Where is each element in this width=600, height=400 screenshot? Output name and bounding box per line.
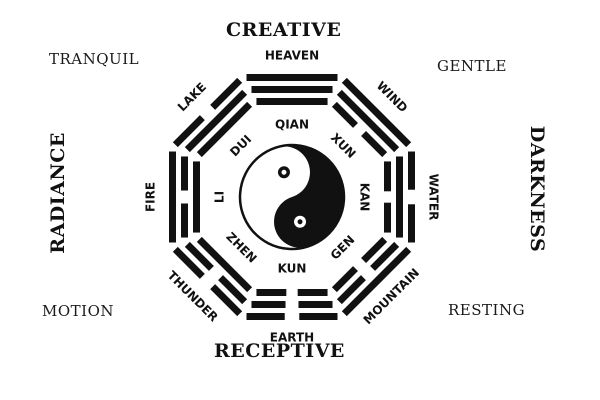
trigram-gen-line-3-solid (341, 246, 412, 317)
trigram-kun: KUN EARTH (246, 262, 338, 345)
trigram-li: LI FIRE (144, 151, 227, 243)
trigram-li-name: LI (213, 191, 227, 203)
heading-receptive: RECEPTIVE (214, 340, 345, 362)
trigram-qian: QIAN HEAVEN (246, 49, 338, 132)
trigram-gen-line-2-broken (336, 241, 400, 305)
trigram-gen-line-1-broken (331, 236, 388, 293)
quality-tranquil: TRANQUIL (49, 50, 140, 68)
trigram-xun-image: WIND (374, 79, 411, 116)
trigram-gen-image: MOUNTAIN (361, 266, 423, 328)
trigram-dui-line-2-solid (184, 89, 248, 153)
trigram-xun-line-1-broken (331, 101, 388, 158)
trigram-dui-line-3-broken (172, 77, 243, 148)
trigram-xun-line-3-solid (341, 77, 412, 148)
trigram-zhen-image: THUNDER (165, 268, 221, 324)
quality-resting: RESTING (448, 301, 526, 319)
trigram-qian-name: QIAN (275, 118, 309, 132)
trigram-zhen-line-3-broken (172, 246, 243, 317)
trigram-li-image: FIRE (144, 182, 158, 212)
trigram-dui-line-1-solid (196, 101, 253, 158)
trigram-dui-name: DUI (227, 132, 254, 159)
trigram-kun-name: KUN (278, 262, 307, 276)
trigram-kan-line-2-solid (396, 156, 403, 238)
trigram-xun-name: XUN (328, 131, 358, 161)
trigram-kun-line-2-broken (251, 301, 333, 308)
trigram-kan-line-1-broken (384, 161, 391, 233)
trigram-xun-line-2-solid (336, 89, 400, 153)
trigram-qian-line-1-solid (256, 98, 328, 105)
quality-motion: MOTION (42, 302, 115, 320)
trigram-dui-image: LAKE (175, 80, 209, 114)
trigram-kun-line-1-broken (256, 289, 328, 296)
trigram-kan-image: WATER (427, 174, 441, 221)
trigram-zhen-line-1-solid (196, 236, 253, 293)
trigram-zhen-name: ZHEN (223, 230, 259, 266)
trigram-kan: KAN WATER (358, 151, 441, 243)
trigram-li-line-2-broken (181, 156, 188, 238)
trigram-zhen-line-2-broken (184, 241, 248, 305)
trigram-gen-name: GEN (328, 233, 358, 263)
trigram-kan-line-3-broken (408, 151, 415, 243)
heading-creative: CREATIVE (226, 19, 342, 41)
quality-gentle: GENTLE (437, 57, 507, 75)
trigram-qian-line-3-solid (246, 74, 338, 81)
trigram-li-line-3-solid (169, 151, 176, 243)
yin-yang-symbol (238, 143, 346, 251)
trigram-kun-image: EARTH (270, 331, 314, 345)
trigram-qian-line-2-solid (251, 86, 333, 93)
trigram-kun-line-3-broken (246, 313, 338, 320)
trigram-li-line-1-solid (193, 161, 200, 233)
trigram-qian-image: HEAVEN (265, 49, 319, 63)
trigram-kan-name: KAN (358, 183, 372, 212)
